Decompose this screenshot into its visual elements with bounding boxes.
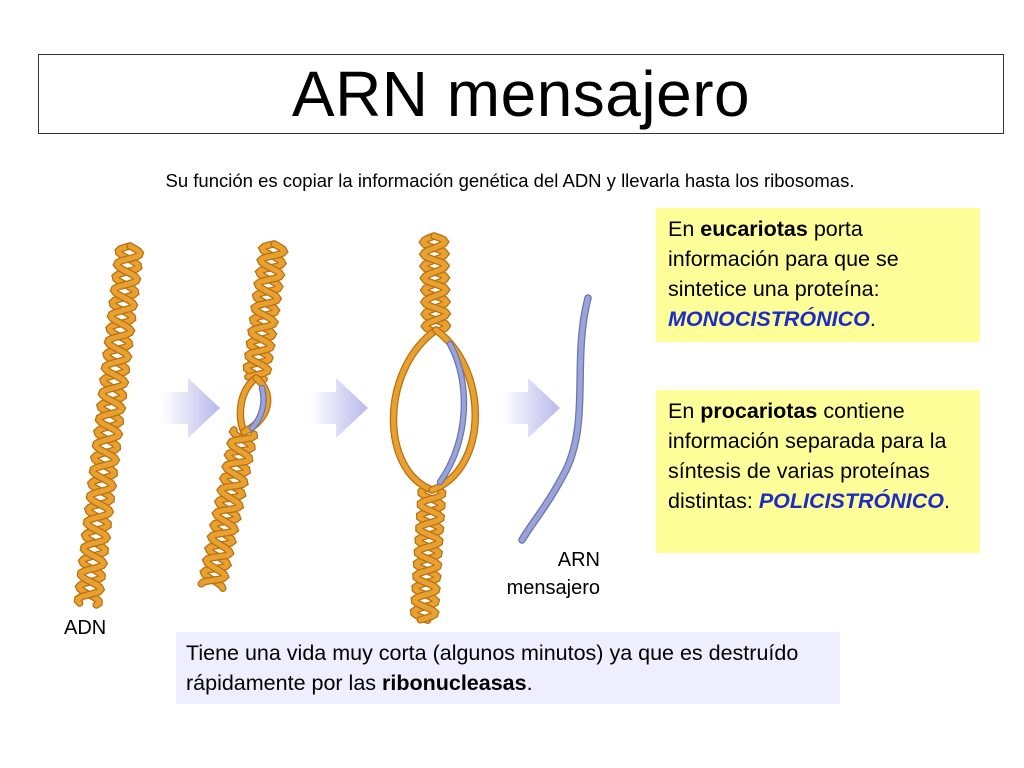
euc-bold: eucariotas	[700, 217, 808, 241]
title-box: ARN mensajero	[38, 54, 1004, 134]
dna-helix-1	[73, 242, 145, 609]
mrna-strand	[518, 294, 592, 544]
pro-end: .	[943, 489, 950, 513]
arrow-layer	[162, 378, 560, 438]
dna-strand	[420, 233, 450, 333]
adn-label: ADN	[64, 617, 107, 639]
dna-strand	[74, 243, 143, 606]
dna-strand	[245, 241, 288, 380]
subtitle: Su función es copiar la información gené…	[0, 170, 1024, 192]
strand	[391, 327, 439, 493]
page-title: ARN mensajero	[291, 58, 751, 130]
euc-highlight: MONOCISTRÓNICO	[668, 307, 870, 331]
life-bold: ribonucleasas	[382, 671, 527, 695]
dna-helix-3	[389, 232, 479, 624]
rna-layer	[518, 294, 592, 544]
arn-label-line2: mensajero	[506, 577, 600, 599]
arrow-right-icon	[310, 378, 368, 438]
dna-strand	[411, 488, 446, 623]
subtitle-text: Su función es copiar la información gené…	[165, 170, 855, 191]
arrow-right-icon	[502, 378, 560, 438]
pro-post: contiene información separada para la sí…	[668, 399, 947, 513]
pro-pre: En	[668, 399, 701, 423]
eucariotas-box: En eucariotas porta información para que…	[656, 208, 980, 342]
strand	[438, 342, 466, 484]
strand	[250, 386, 266, 430]
dna-strand	[198, 431, 257, 587]
strand	[519, 295, 591, 543]
euc-pre: En	[668, 217, 701, 241]
life-end: .	[526, 671, 533, 695]
dna-helix-2	[197, 240, 289, 592]
pro-highlight: POLICISTRÓNICO	[758, 489, 944, 513]
euc-post: porta información para que se sintetice …	[668, 217, 899, 301]
helix-layer	[73, 232, 479, 624]
life-pre: Tiene una vida muy corta (algunos minuto…	[186, 641, 799, 695]
arrow-right-icon	[162, 378, 220, 438]
arn-label: ARN mensajero	[470, 546, 600, 602]
procariotas-box: En procariotas contiene información sepa…	[656, 390, 980, 553]
pro-bold: procariotas	[700, 399, 818, 423]
lifetime-box: Tiene una vida muy corta (algunos minuto…	[176, 632, 840, 704]
arn-label-line1: ARN	[557, 549, 600, 571]
strand	[237, 375, 259, 435]
euc-end: .	[869, 307, 876, 331]
